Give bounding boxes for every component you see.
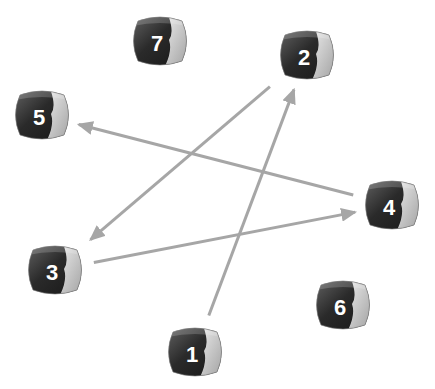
pillow-dark bbox=[129, 12, 191, 70]
pillow-node: 3 bbox=[24, 241, 86, 299]
arrow-connector bbox=[94, 212, 355, 262]
pillow-sheen bbox=[168, 324, 222, 337]
pillow-node: 1 bbox=[164, 323, 226, 381]
pillow-outline bbox=[281, 31, 334, 79]
pillow-outline bbox=[366, 181, 419, 229]
pillow-outline bbox=[134, 17, 187, 65]
pillow-node: 6 bbox=[312, 276, 374, 334]
pillow-outline bbox=[29, 246, 82, 294]
pillow-sheen bbox=[316, 277, 370, 290]
pillow-node: 4 bbox=[361, 176, 423, 234]
pillow-sheen bbox=[28, 242, 82, 255]
callout-number: 3 bbox=[46, 262, 58, 284]
pillow-outline bbox=[169, 328, 222, 376]
pillow-sheen bbox=[15, 87, 69, 100]
callout-number: 7 bbox=[151, 33, 163, 55]
pillow-sheen bbox=[133, 13, 187, 26]
pillow-node: 7 bbox=[129, 12, 191, 70]
pillow-outline bbox=[16, 91, 69, 139]
pillow-node: 2 bbox=[276, 26, 338, 84]
callout-number: 4 bbox=[383, 197, 395, 219]
callout-number: 6 bbox=[334, 297, 346, 319]
arrow-connector bbox=[91, 87, 270, 240]
pillow-dark bbox=[164, 323, 226, 381]
pillow-node: 5 bbox=[11, 86, 73, 144]
pillow-dark bbox=[361, 176, 423, 234]
pillow-dark bbox=[276, 26, 338, 84]
pillow-dark bbox=[24, 241, 86, 299]
pillow-sheen bbox=[365, 177, 419, 190]
arrow-connector bbox=[79, 124, 353, 195]
pillow-dark bbox=[11, 86, 73, 144]
callout-number: 2 bbox=[298, 47, 310, 69]
callout-number: 5 bbox=[33, 107, 45, 129]
callout-number: 1 bbox=[186, 344, 198, 366]
arrow-connector bbox=[209, 90, 294, 316]
pillow-dark bbox=[312, 276, 374, 334]
pillow-outline bbox=[317, 281, 370, 329]
pillow-sheen bbox=[280, 27, 334, 40]
